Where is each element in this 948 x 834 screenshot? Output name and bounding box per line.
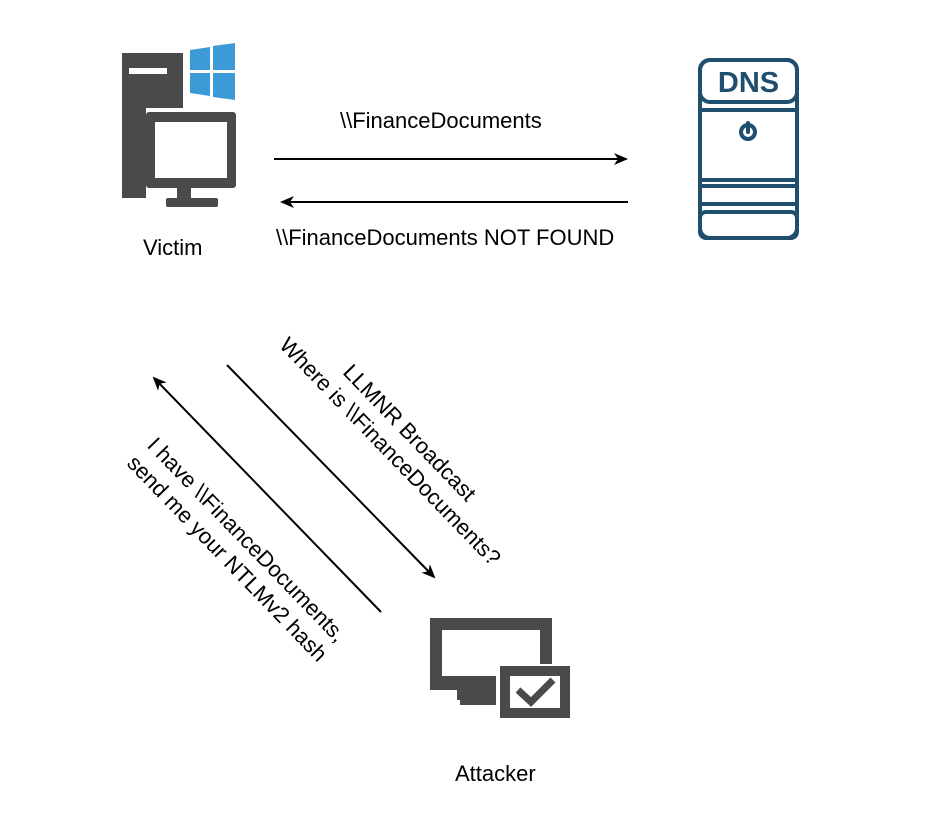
dns-server-icon: [698, 58, 799, 240]
not-found-message: \\FinanceDocuments NOT FOUND: [276, 225, 615, 250]
query-message: \\FinanceDocuments: [340, 108, 542, 133]
broadcast-arrow: [226, 364, 436, 579]
monitor-check-icon: [430, 618, 570, 718]
response-arrow: [152, 376, 382, 613]
victim-label: Victim: [143, 235, 203, 260]
attacker-label: Attacker: [455, 761, 536, 786]
windows-server-icon: [122, 43, 236, 207]
dns-icon-label: DNS: [718, 67, 779, 99]
